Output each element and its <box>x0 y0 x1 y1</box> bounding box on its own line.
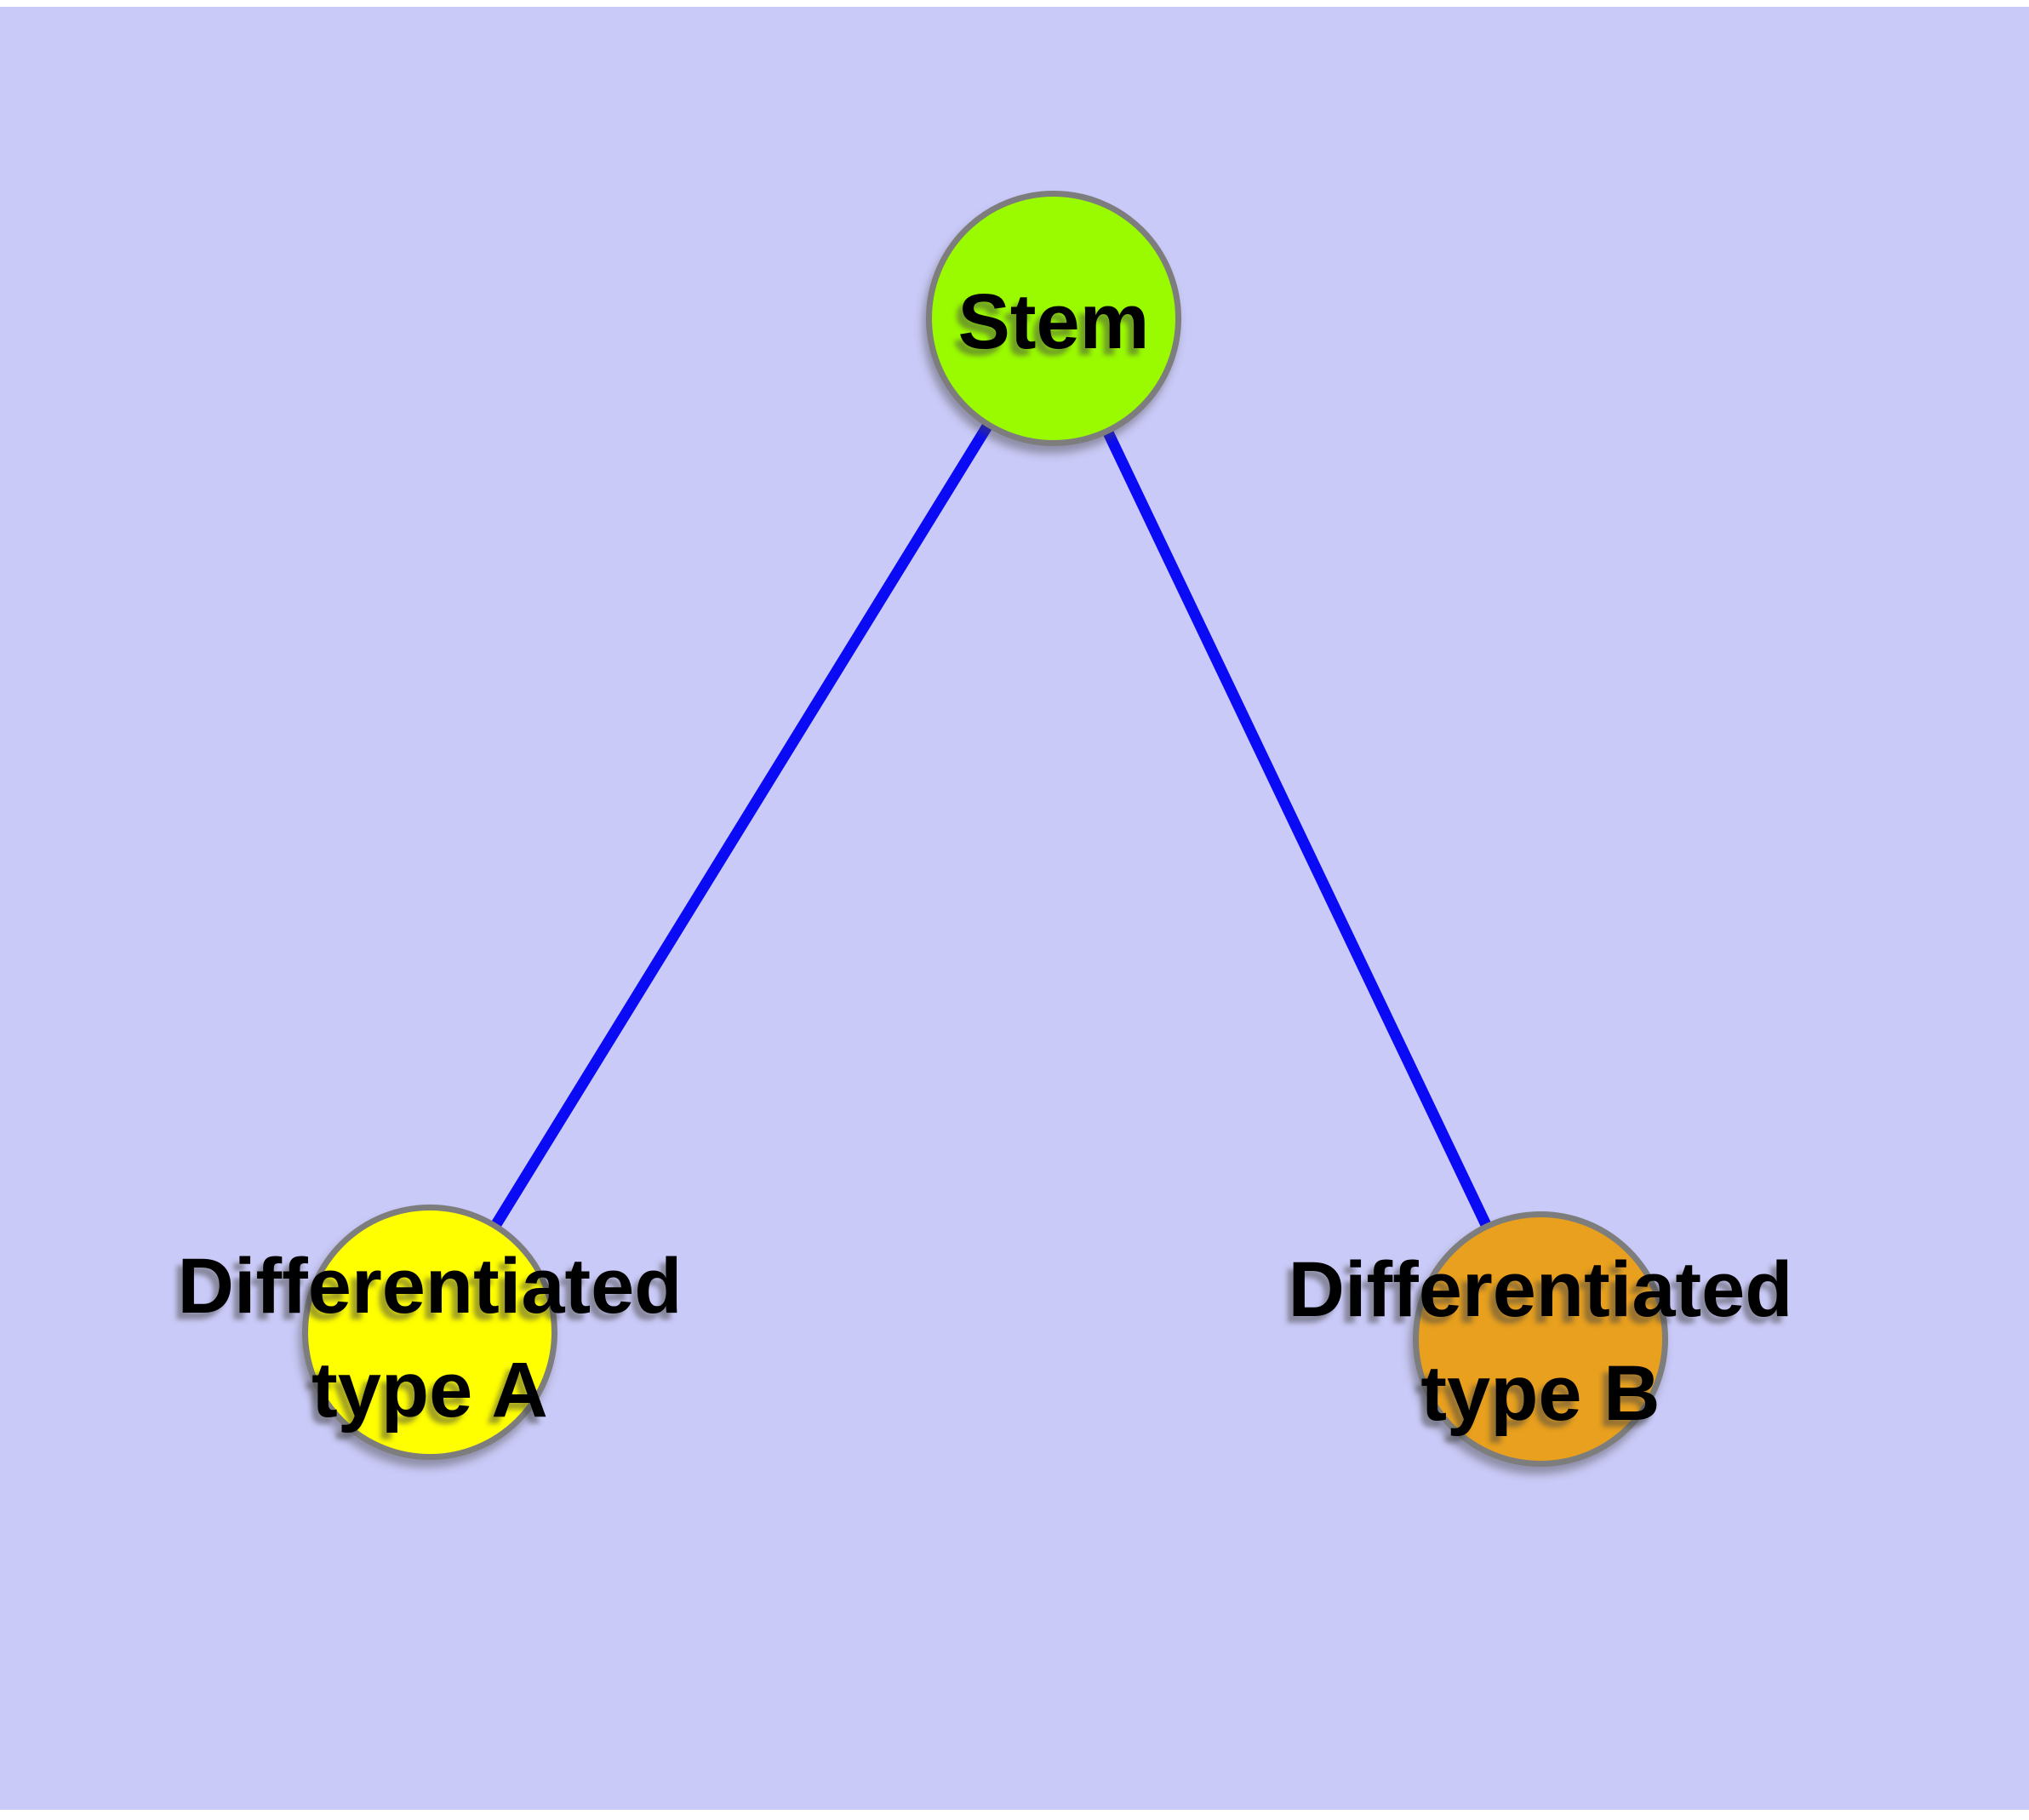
node-label-stem: Stem <box>957 278 1150 365</box>
node-differentiated-type-b <box>1413 1211 1668 1467</box>
node-differentiated-type-a <box>302 1205 557 1460</box>
node-label-line: type A <box>311 1347 548 1434</box>
edge-stem-to-type-a <box>424 312 1060 1338</box>
node-label-line: Differentiated <box>177 1243 683 1330</box>
edge-stem-to-type-b <box>1048 312 1546 1345</box>
node-label-line: Differentiated <box>1288 1246 1793 1333</box>
node-label-line: type B <box>1420 1350 1660 1437</box>
node-label-differentiated-type-a: Differentiated type A <box>178 1234 683 1442</box>
node-stem <box>926 191 1181 446</box>
node-label-differentiated-type-b: Differentiated type B <box>1289 1238 1793 1445</box>
